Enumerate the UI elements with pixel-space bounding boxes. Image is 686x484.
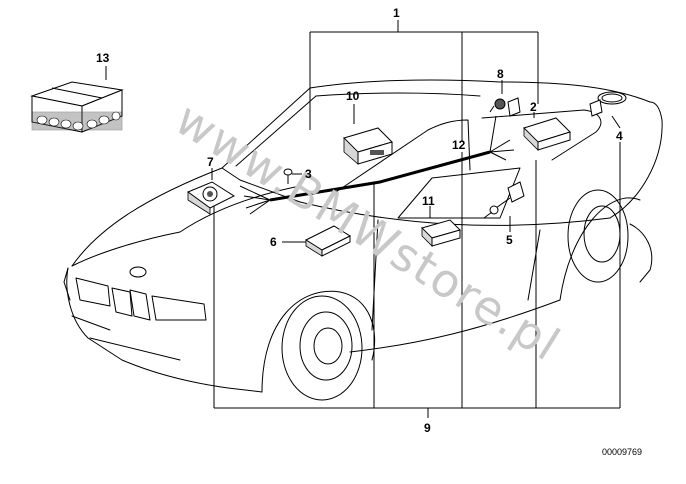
leader-lines — [105, 20, 621, 418]
part-4-cable — [589, 91, 627, 117]
part-8-connector — [489, 97, 521, 117]
callout-9: 9 — [424, 421, 431, 435]
part-6-control-unit — [304, 225, 352, 257]
part-3-screw — [283, 168, 293, 184]
callout-10: 10 — [346, 89, 360, 103]
part-2-control-unit — [523, 117, 571, 151]
callout-12: 12 — [452, 138, 466, 152]
callout-5: 5 — [506, 233, 513, 247]
callout-6: 6 — [270, 235, 277, 249]
wiring-harness — [239, 115, 515, 215]
part-7-module — [186, 181, 236, 215]
diagram-code: 00009769 — [602, 447, 642, 457]
callout-4: 4 — [616, 129, 623, 143]
callout-2: 2 — [530, 100, 537, 114]
part-11-module — [421, 219, 461, 247]
callout-11: 11 — [422, 194, 435, 208]
part-10-control-unit — [343, 127, 393, 165]
callout-13: 13 — [96, 51, 110, 65]
callout-8: 8 — [497, 67, 504, 81]
callout-3: 3 — [305, 167, 312, 181]
callout-1: 1 — [393, 6, 400, 20]
part-13-box — [30, 81, 124, 133]
callout-7: 7 — [207, 155, 214, 169]
part-5-key — [483, 181, 525, 219]
